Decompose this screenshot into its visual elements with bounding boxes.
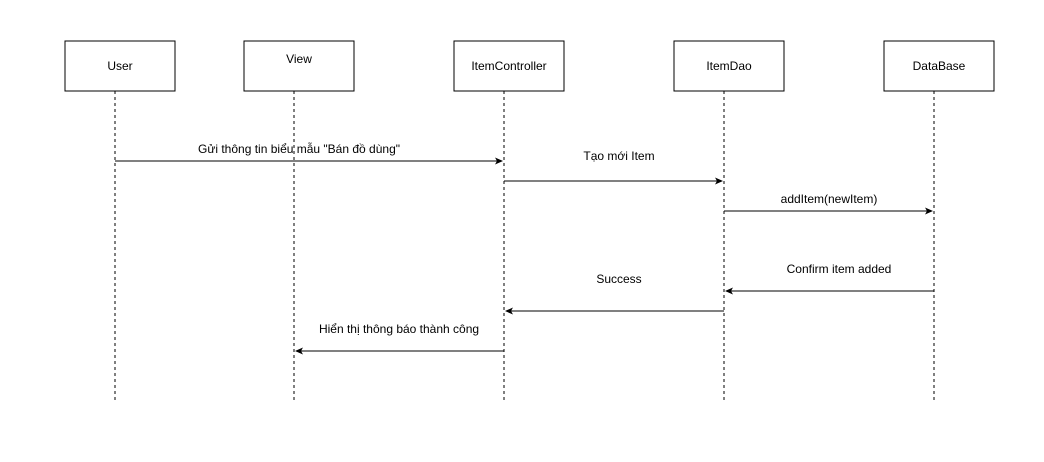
message-label: Gửi thông tin biểu mẫu "Bán đồ dùng" [198, 141, 400, 156]
participant-label: ItemDao [706, 59, 752, 73]
participant-label: View [286, 52, 312, 66]
message-label: Confirm item added [787, 262, 892, 276]
message-label: Success [596, 272, 641, 286]
participant-box [64, 40, 176, 92]
message-label: addItem(newItem) [781, 192, 878, 206]
participant-view[interactable]: View [243, 40, 355, 92]
message-success[interactable]: Success [505, 272, 724, 315]
participant-label: ItemController [471, 59, 546, 73]
participant-box [243, 40, 355, 92]
participant-box [673, 40, 785, 92]
message-label: Tạo mới Item [583, 149, 654, 163]
participant-database[interactable]: DataBase [883, 40, 995, 92]
message-add-item[interactable]: addItem(newItem) [724, 192, 933, 215]
participant-itemdao[interactable]: ItemDao [673, 40, 785, 92]
participant-box [453, 40, 565, 92]
message-label: Hiển thị thông báo thành công [319, 322, 479, 336]
message-send-form[interactable]: Gửi thông tin biểu mẫu "Bán đồ dùng" [115, 141, 503, 165]
participant-itemcontroller[interactable]: ItemController [453, 40, 565, 92]
participant-user[interactable]: User [64, 40, 176, 92]
participant-box [883, 40, 995, 92]
message-create-item[interactable]: Tạo mới Item [504, 149, 723, 185]
message-confirm-item-added[interactable]: Confirm item added [725, 262, 934, 295]
message-show-success[interactable]: Hiển thị thông báo thành công [295, 322, 504, 355]
participant-label: User [107, 59, 132, 73]
participant-label: DataBase [913, 59, 966, 73]
